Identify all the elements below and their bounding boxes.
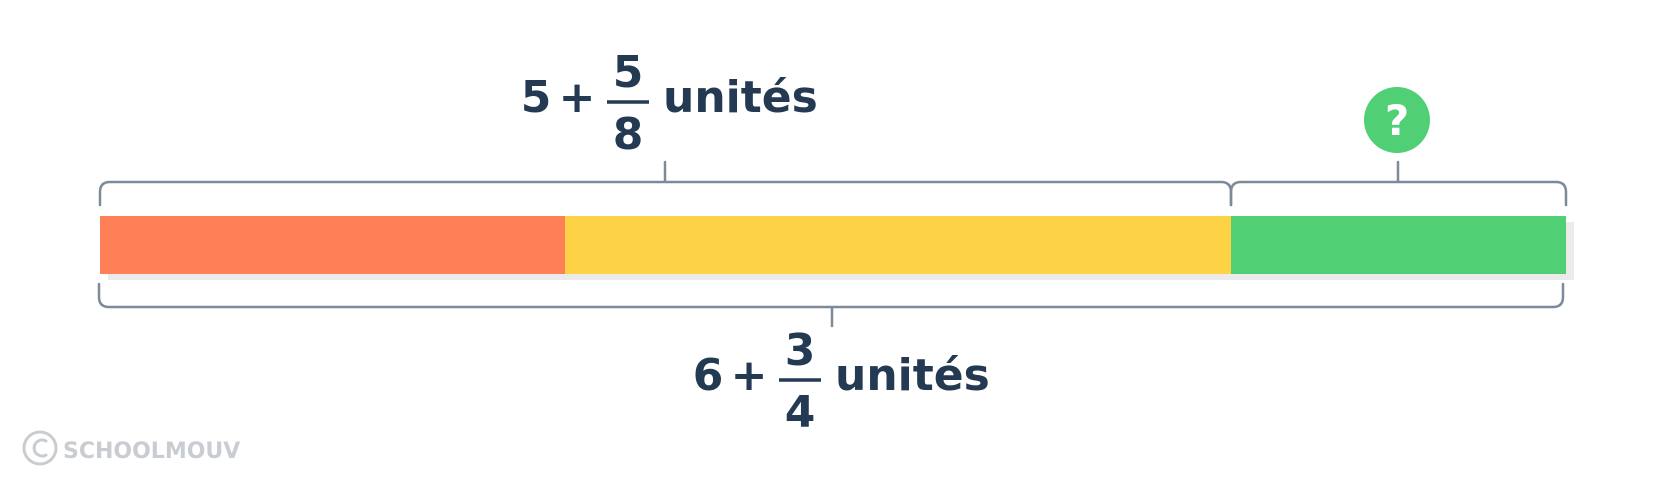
watermark: SCHOOLMOUV xyxy=(22,430,240,466)
bar-segment-red xyxy=(100,216,565,274)
top-label-plus: + xyxy=(559,72,596,123)
bar-segment-yellow xyxy=(565,216,1231,274)
copyright-c-glyph xyxy=(32,438,48,458)
question-badge-circle xyxy=(1364,87,1430,153)
copyright-icon xyxy=(22,430,58,466)
top-label-whole: 5 xyxy=(521,72,552,123)
question-badge: ? xyxy=(1364,87,1430,153)
bottom-label-plus: + xyxy=(731,350,768,401)
bar-segment-green xyxy=(1231,216,1566,274)
top-bracket-right xyxy=(1229,160,1568,207)
bottom-label-whole: 6 xyxy=(693,350,724,401)
bottom-label-unit: unités xyxy=(835,350,990,401)
top-label-denominator: 8 xyxy=(613,109,644,160)
top-bracket-left xyxy=(98,160,1233,207)
question-mark-icon: ? xyxy=(1385,96,1409,145)
top-label-numerator: 5 xyxy=(613,47,644,98)
bottom-label-denominator: 4 xyxy=(785,387,816,438)
bottom-label-numerator: 3 xyxy=(785,325,816,376)
top-label-unit: unités xyxy=(663,72,818,123)
bottom-bracket xyxy=(97,282,1565,328)
bottom-label: 6 + 3 4 unités xyxy=(693,325,990,438)
watermark-logo-text: SCHOOLMOUV xyxy=(63,439,240,464)
top-label: 5 + 5 8 unités xyxy=(521,47,818,160)
